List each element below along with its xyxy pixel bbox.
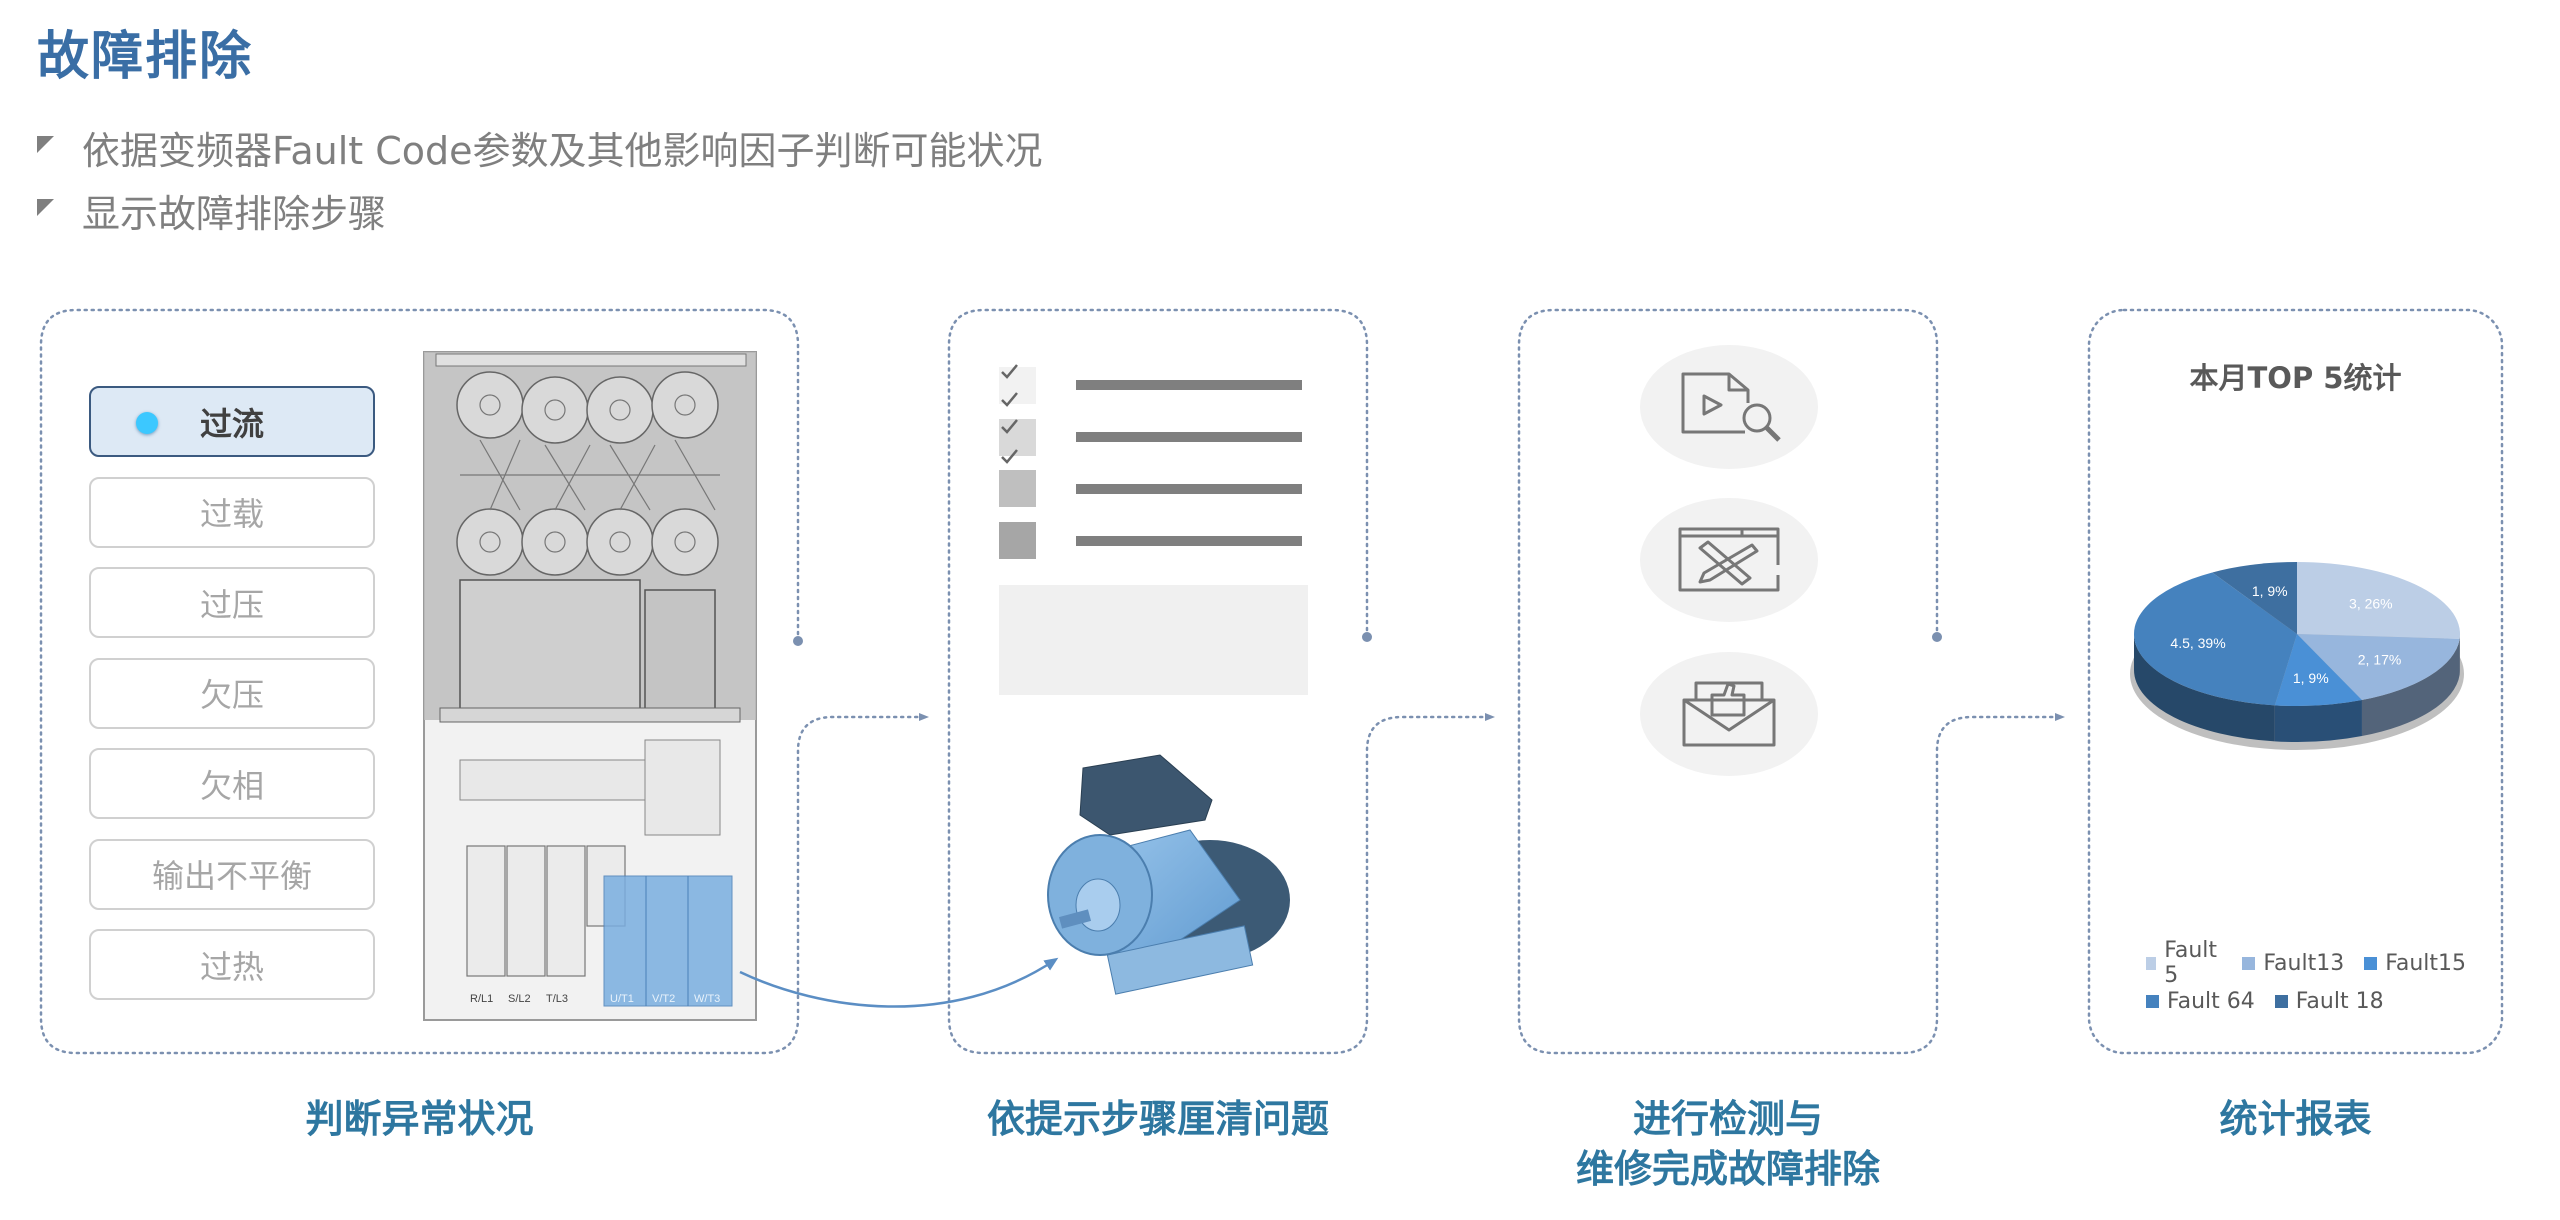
fault-option-button[interactable]: 输出不平衡 [89, 838, 375, 910]
fault-option-label: 欠相 [199, 766, 264, 805]
bullet-item: 依据变频器Fault Code参数及其他影响因子判断可能状况 [37, 122, 1043, 173]
legend-label: Fault13 [2263, 950, 2345, 976]
terminal-label: U/T1 [610, 993, 634, 1005]
pie-data-label: 2, 17% [2358, 652, 2402, 668]
approval-mail-icon [1682, 681, 1776, 747]
card-outline-step2 [947, 308, 1495, 1055]
fault-option-label: 过压 [199, 585, 264, 624]
design-edit-window-icon [1678, 527, 1780, 592]
step-label-repair: 进行检测与 维修完成故障排除 [1519, 1094, 1937, 1194]
pie-slice [2274, 634, 2362, 706]
legend-item: Fault15 [2364, 951, 2466, 976]
pie-data-label: 1, 9% [2293, 670, 2329, 686]
checkmark-icon [1001, 449, 1018, 464]
legend-label: Fault15 [2385, 950, 2466, 976]
fault-option-button[interactable]: 欠压 [89, 657, 375, 729]
pie-slice-side [2274, 700, 2362, 742]
card-outline-step1 [39, 308, 929, 1055]
card-connector-dot [1932, 632, 1942, 642]
terminal-label: V/T2 [652, 993, 675, 1005]
legend-label: Fault 18 [2295, 988, 2384, 1014]
checkmark-icon [1001, 392, 1018, 407]
pie-slice-side [2134, 634, 2275, 742]
bullet-item: 显示故障排除步骤 [37, 185, 387, 236]
terminal-label: R/L1 [470, 993, 493, 1005]
fault-option-button[interactable]: 过压 [89, 567, 375, 638]
legend-label: Fault 64 [2167, 988, 2255, 1014]
bullet-text: 依据变频器Fault Code参数及其他影响因子判断可能状况 [82, 128, 1043, 173]
fault-option-button[interactable]: 过热 [89, 929, 375, 1000]
selected-indicator-dot-icon [136, 412, 158, 434]
step3-icons [1640, 345, 1818, 776]
pie-slice-side [2361, 638, 2460, 737]
fault-option-button[interactable]: 过流 [89, 386, 375, 457]
legend-item: Fault 18 [2274, 988, 2384, 1014]
legend-swatch [2146, 956, 2157, 970]
pie-data-label: 1, 9% [2252, 583, 2288, 599]
page-title: 故障排除 [37, 27, 254, 87]
bullet-triangle-icon [37, 135, 54, 153]
motor-illustration [1047, 754, 1290, 995]
pie-slice [2297, 634, 2460, 701]
step-label-judge: 判断异常状况 [305, 1097, 534, 1141]
step-label-line: 维修完成故障排除 [1575, 1147, 1880, 1191]
chart-title: 本月TOP 5统计 [2189, 361, 2402, 395]
pie-slice [2133, 572, 2297, 706]
legend-swatch [2364, 956, 2378, 970]
legend-label: Fault 5 [2164, 938, 2218, 988]
terminal-label: W/T3 [694, 993, 720, 1005]
video-document-search-icon [1681, 372, 1781, 442]
pie-chart: 3, 26% 2, 17% 1, 9% 4.5, 39% 1, 9% [2130, 562, 2464, 750]
legend-swatch [2146, 994, 2159, 1008]
drive-to-motor-arrow [739, 957, 1059, 1008]
pie-slice [2297, 562, 2460, 639]
step-label-line: 进行检测与 [1632, 1097, 1823, 1141]
vfd-drive-illustration: R/L1 S/L2 T/L3 U/T1 V/T2 W/T3 [423, 351, 757, 1021]
step-label-steps: 依提示步骤厘清问题 [986, 1097, 1329, 1141]
legend-swatch [2242, 956, 2256, 970]
card-connector-dot [1362, 632, 1372, 642]
fault-option-label: 输出不平衡 [151, 857, 312, 895]
legend-item: Fault 64 [2146, 989, 2255, 1014]
terminal-label: T/L3 [546, 993, 568, 1005]
fault-option-label: 过热 [199, 947, 264, 986]
checklist [999, 364, 1308, 695]
chart-legend: Fault 5 Fault13 Fault15 Fault 64 Fault 1… [2146, 938, 2486, 1020]
bullet-triangle-icon [37, 198, 54, 216]
checkmark-icon [1001, 419, 1018, 434]
legend-swatch [2274, 994, 2288, 1008]
terminal-label: S/L2 [508, 993, 531, 1005]
fault-option-label: 过载 [199, 495, 264, 533]
bullet-text: 显示故障排除步骤 [82, 191, 387, 236]
pie-data-label: 4.5, 39% [2170, 635, 2225, 651]
card-outline-step3 [1517, 308, 2065, 1055]
fault-option-label: 过流 [199, 404, 264, 443]
fault-option-button[interactable]: 欠相 [89, 748, 375, 819]
card-connector-dot [793, 636, 803, 646]
legend-item: Fault 5 [2146, 938, 2222, 988]
pie-data-label: 3, 26% [2349, 596, 2393, 612]
checkmark-icon [1001, 364, 1018, 379]
fault-option-button[interactable]: 过载 [89, 476, 375, 548]
fault-option-label: 欠压 [199, 676, 264, 714]
pie-slice [2212, 562, 2297, 634]
legend-item: Fault13 [2242, 951, 2344, 976]
step-label-report: 统计报表 [2219, 1097, 2372, 1141]
card-outline-step4 [2087, 308, 2504, 1055]
